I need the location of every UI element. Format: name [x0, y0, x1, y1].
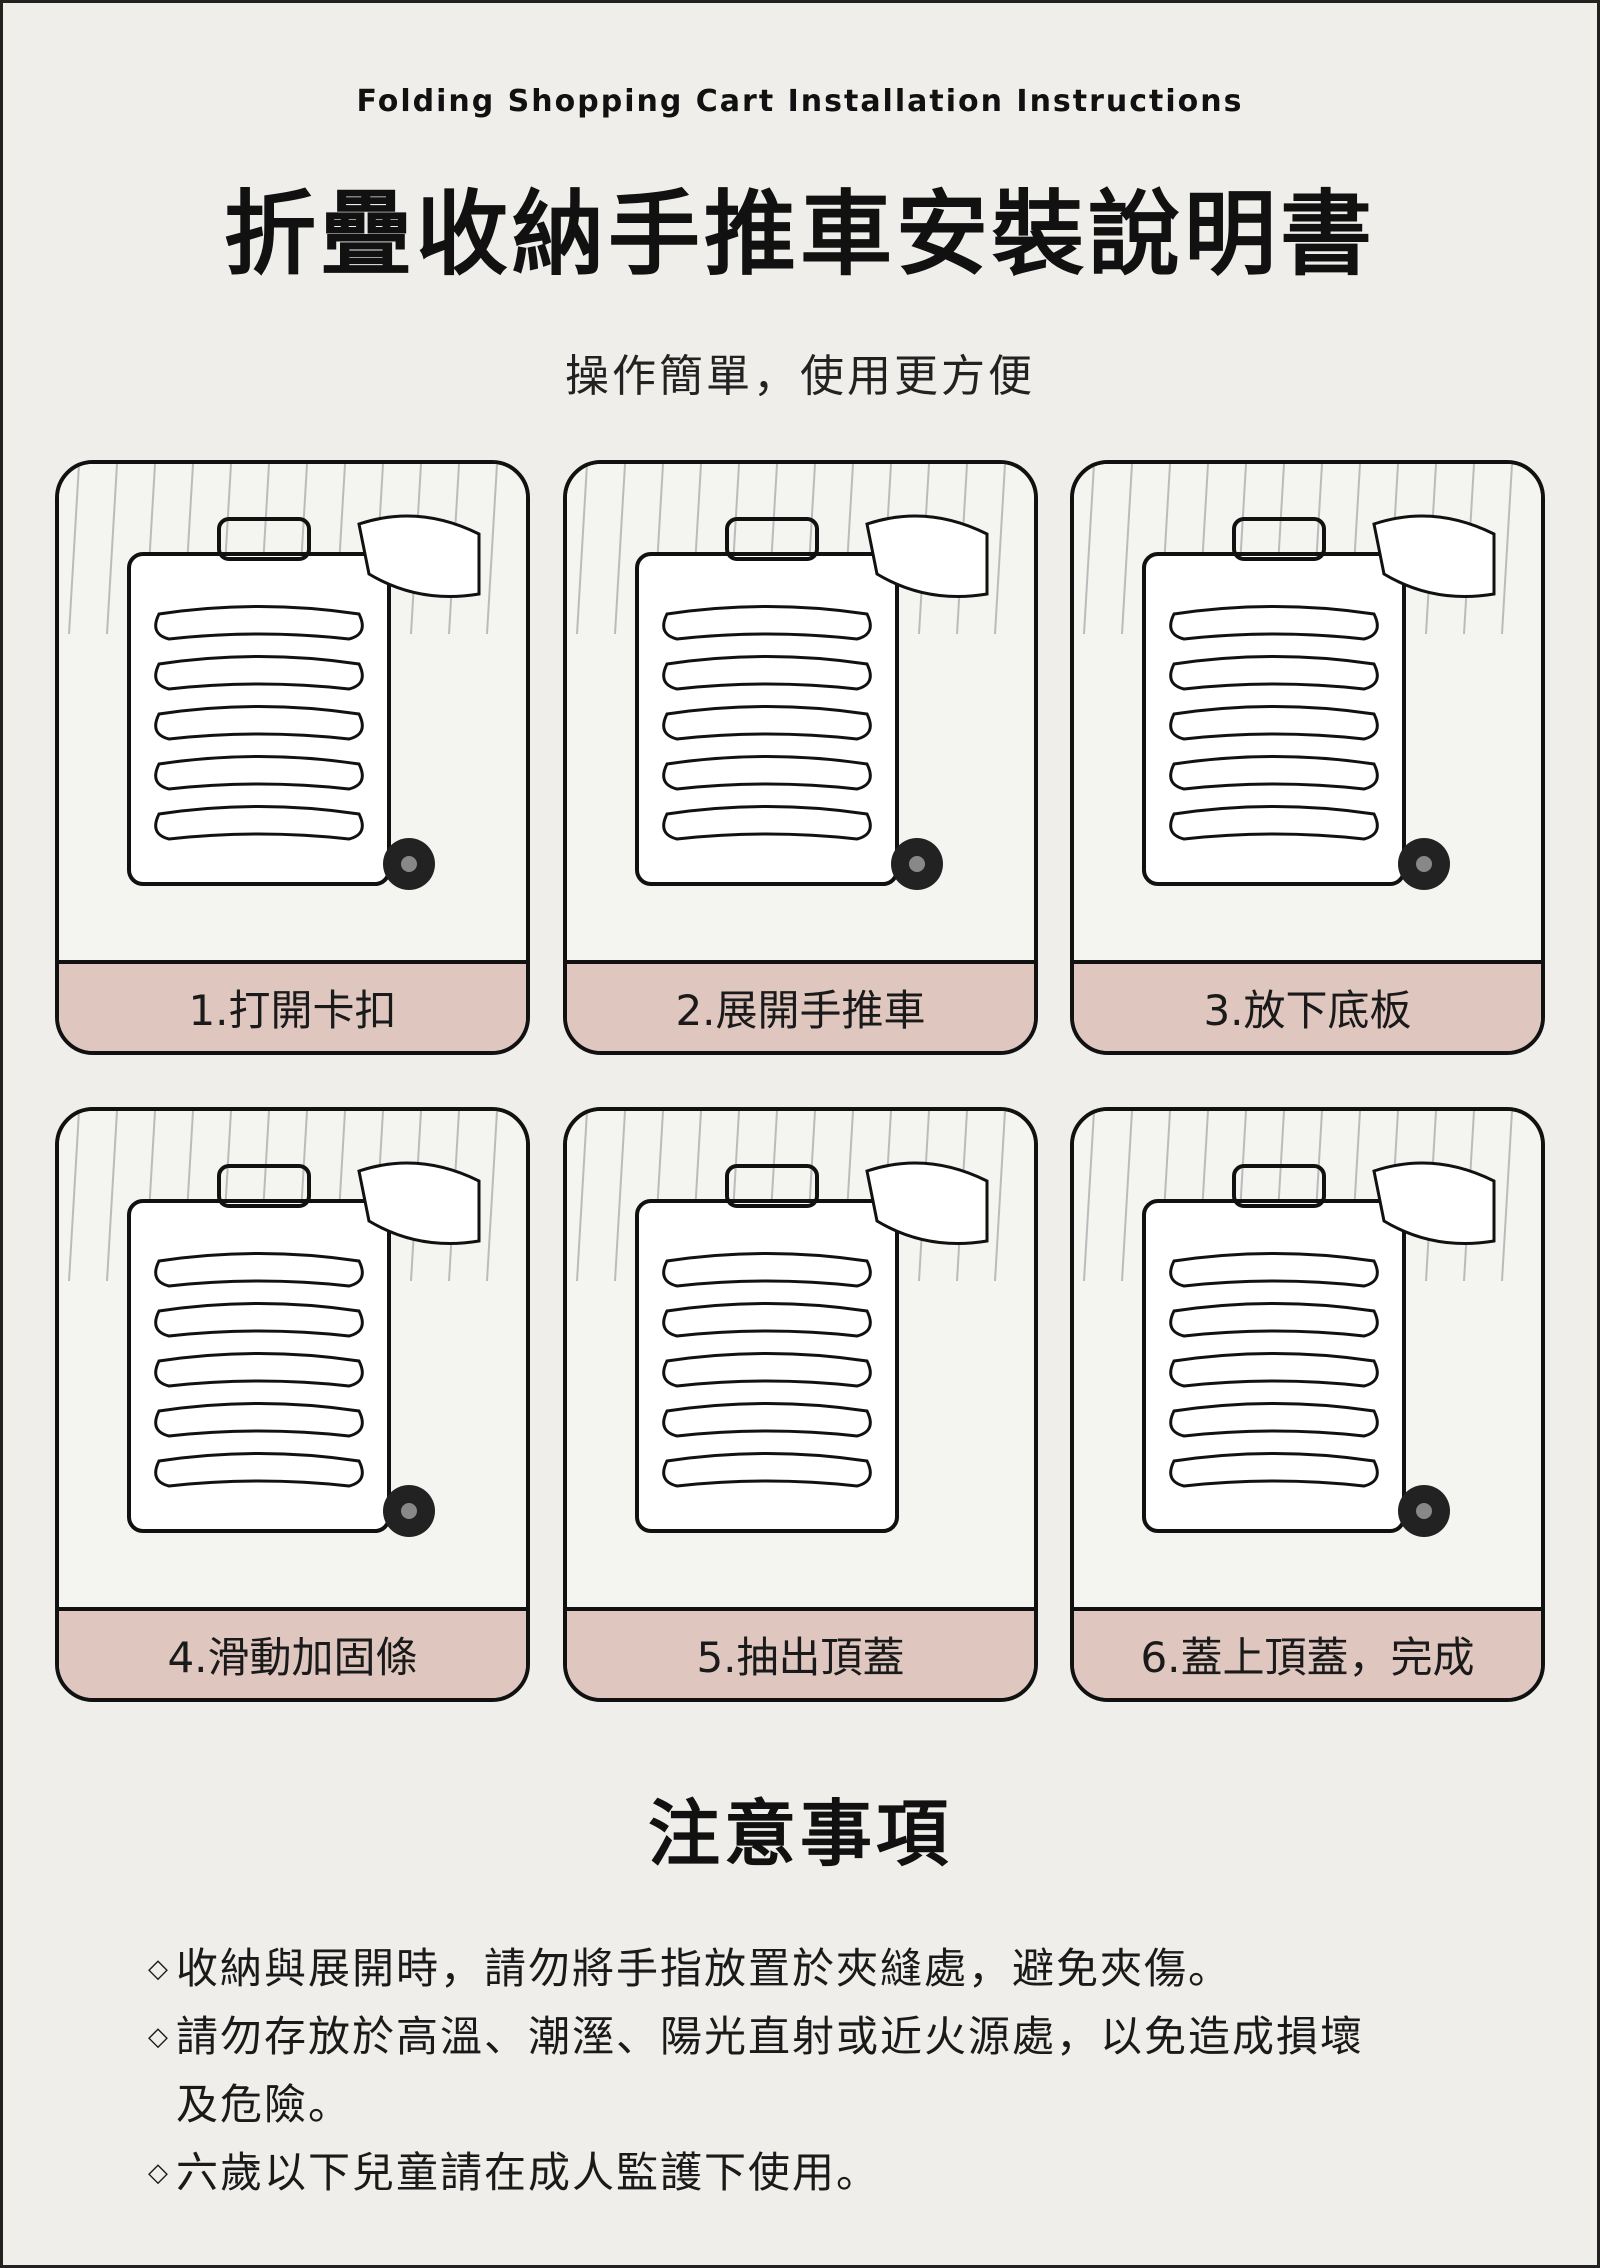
- notes-title: 注意事項: [647, 1792, 952, 1876]
- step-card: 3.放下底板: [1070, 460, 1545, 1055]
- note-text: 請勿存放於高溫、潮溼、陽光直射或近火源處，以免造成損壞及危險。: [176, 2012, 1365, 2129]
- step-card: 2.展開手推車: [563, 460, 1038, 1055]
- notes-list: ◇收納與展開時，請勿將手指放置於夾縫處，避免夾傷。 ◇請勿存放於高溫、潮溼、陽光…: [148, 1935, 1448, 2207]
- diamond-bullet-icon: ◇: [148, 1954, 170, 1984]
- english-title: Folding Shopping Cart Installation Instr…: [356, 84, 1244, 119]
- step-card: 1.打開卡扣: [55, 460, 530, 1055]
- cart-illustration: [567, 1111, 1034, 1607]
- page-title: 折疊收納手推車安裝說明書: [223, 181, 1376, 288]
- step-label: 5.抽出頂蓋: [567, 1607, 1034, 1698]
- step-label: 4.滑動加固條: [59, 1607, 526, 1698]
- step-card: 5.抽出頂蓋: [563, 1107, 1038, 1702]
- cart-illustration: [1074, 1111, 1541, 1607]
- step-label: 1.打開卡扣: [59, 960, 526, 1051]
- step-card: 6.蓋上頂蓋，完成: [1070, 1107, 1545, 1702]
- step-label: 2.展開手推車: [567, 960, 1034, 1051]
- note-item: ◇六歲以下兒童請在成人監護下使用。: [148, 2139, 1448, 2207]
- cart-illustration: [59, 1111, 526, 1607]
- diamond-bullet-icon: ◇: [148, 2022, 170, 2052]
- cart-illustration: [59, 464, 526, 960]
- step-label: 6.蓋上頂蓋，完成: [1074, 1607, 1541, 1698]
- step-card: 4.滑動加固條: [55, 1107, 530, 1702]
- cart-illustration: [567, 464, 1034, 960]
- diamond-bullet-icon: ◇: [148, 2158, 170, 2188]
- note-text: 六歲以下兒童請在成人監護下使用。: [176, 2148, 881, 2197]
- cart-illustration: [1074, 464, 1541, 960]
- step-label: 3.放下底板: [1074, 960, 1541, 1051]
- note-item: ◇請勿存放於高溫、潮溼、陽光直射或近火源處，以免造成損壞及危險。: [148, 2003, 1448, 2139]
- note-text: 收納與展開時，請勿將手指放置於夾縫處，避免夾傷。: [176, 1944, 1233, 1993]
- note-item: ◇收納與展開時，請勿將手指放置於夾縫處，避免夾傷。: [148, 1935, 1448, 2003]
- subtitle: 操作簡單，使用更方便: [565, 351, 1035, 402]
